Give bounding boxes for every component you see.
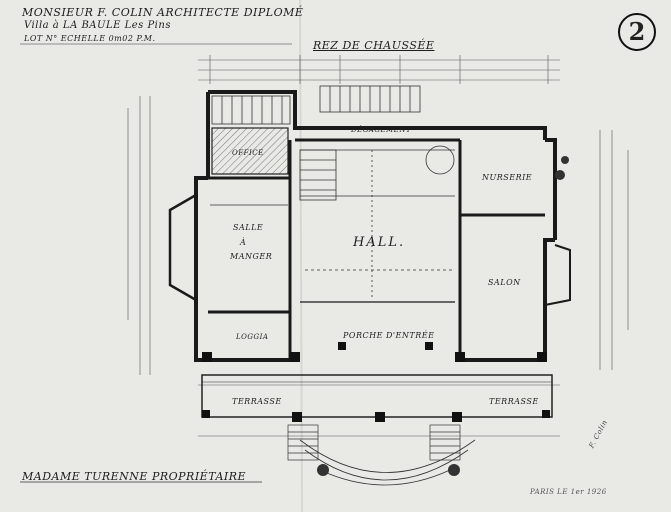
plan-title: REZ DE CHAUSSÉE xyxy=(313,39,435,52)
room-label-loggia: LOGGIA xyxy=(236,333,269,341)
sheet-number-badge: 2 xyxy=(618,13,656,51)
room-label-manger: MANGER xyxy=(230,252,273,261)
room-label-nurserie: NURSERIE xyxy=(482,173,533,182)
room-label-office: OFFICE xyxy=(232,149,264,157)
room-label-porche: PORCHE D'ENTRÉE xyxy=(343,331,435,340)
room-label-terrasse-left: TERRASSE xyxy=(232,397,282,406)
room-label-terrasse-right: TERRASSE xyxy=(489,397,539,406)
villa-location: Villa à LA BAULE Les Pins xyxy=(24,20,171,31)
room-label-salon: SALON xyxy=(488,278,521,287)
room-label-hall: HALL. xyxy=(353,235,406,250)
lot-scale: LOT N° ECHELLE 0m02 P.M. xyxy=(24,34,156,43)
architect-title: MONSIEUR F. COLIN ARCHITECTE DIPLOMÉ xyxy=(22,6,304,19)
room-label-a: À xyxy=(240,238,247,247)
date-place: PARIS LE 1er 1926 xyxy=(530,488,607,496)
room-label-degagement: DÉGAGEMENT xyxy=(351,126,412,134)
room-label-salle: SALLE xyxy=(233,223,264,232)
owner-caption: MADAME TURENNE PROPRIÉTAIRE xyxy=(22,470,247,483)
